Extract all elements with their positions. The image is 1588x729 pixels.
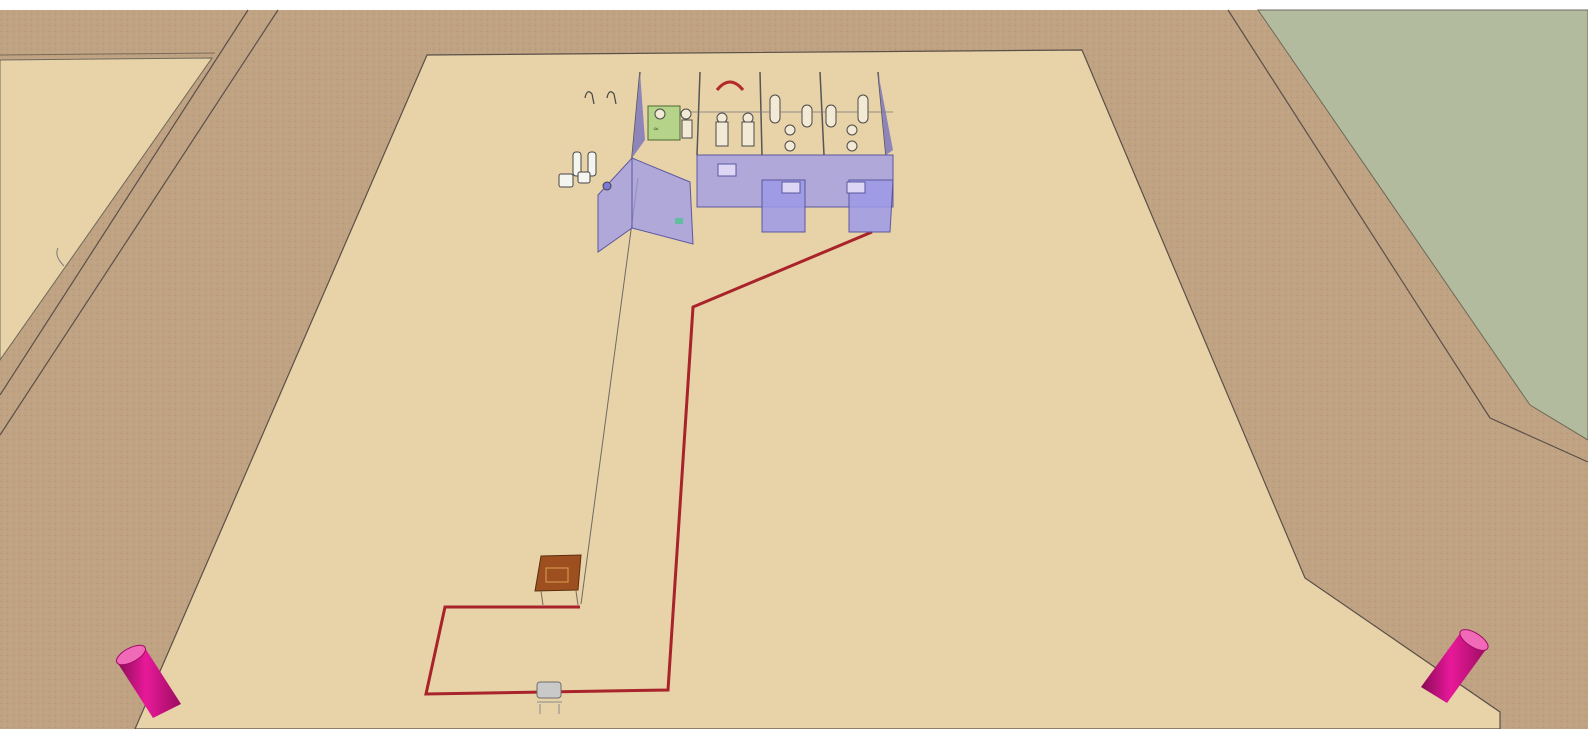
- switchyard-structure[interactable]: ≈: [558, 71, 894, 253]
- overhead-arc: [715, 80, 745, 91]
- control-panel: [647, 105, 681, 141]
- main-site-pad: [134, 49, 1501, 729]
- survey-marker-right[interactable]: [1421, 626, 1491, 703]
- manhole[interactable]: [536, 681, 562, 714]
- post: [759, 71, 763, 156]
- insulator-group: [654, 94, 869, 152]
- hook-1: [584, 91, 595, 105]
- small-marker-left: [56, 247, 65, 267]
- road-edge-left-2: [0, 9, 279, 436]
- control-panel-glyph: ≈: [653, 125, 659, 133]
- ground-cable-line: [580, 177, 639, 605]
- post-fin: [632, 72, 645, 158]
- pull-box[interactable]: [534, 554, 582, 606]
- window-1: [717, 163, 737, 177]
- post: [696, 71, 701, 156]
- vegetation-area: [1257, 9, 1588, 441]
- road-edge-right-2: [1489, 417, 1588, 463]
- window-2: [781, 181, 801, 194]
- post-fin: [878, 72, 893, 155]
- road-edge-left-1: [0, 9, 249, 396]
- cabinets-left: [558, 151, 612, 191]
- road-edge-right-1: [1227, 9, 1491, 419]
- survey-marker-left[interactable]: [114, 641, 181, 718]
- window-3: [846, 181, 866, 194]
- hook-2: [606, 91, 617, 105]
- post: [819, 71, 825, 156]
- top-margin: [0, 0, 1588, 10]
- vent-marker: [675, 218, 683, 224]
- neighbour-pad-left: [0, 57, 213, 361]
- pad-edge-line: [0, 52, 216, 56]
